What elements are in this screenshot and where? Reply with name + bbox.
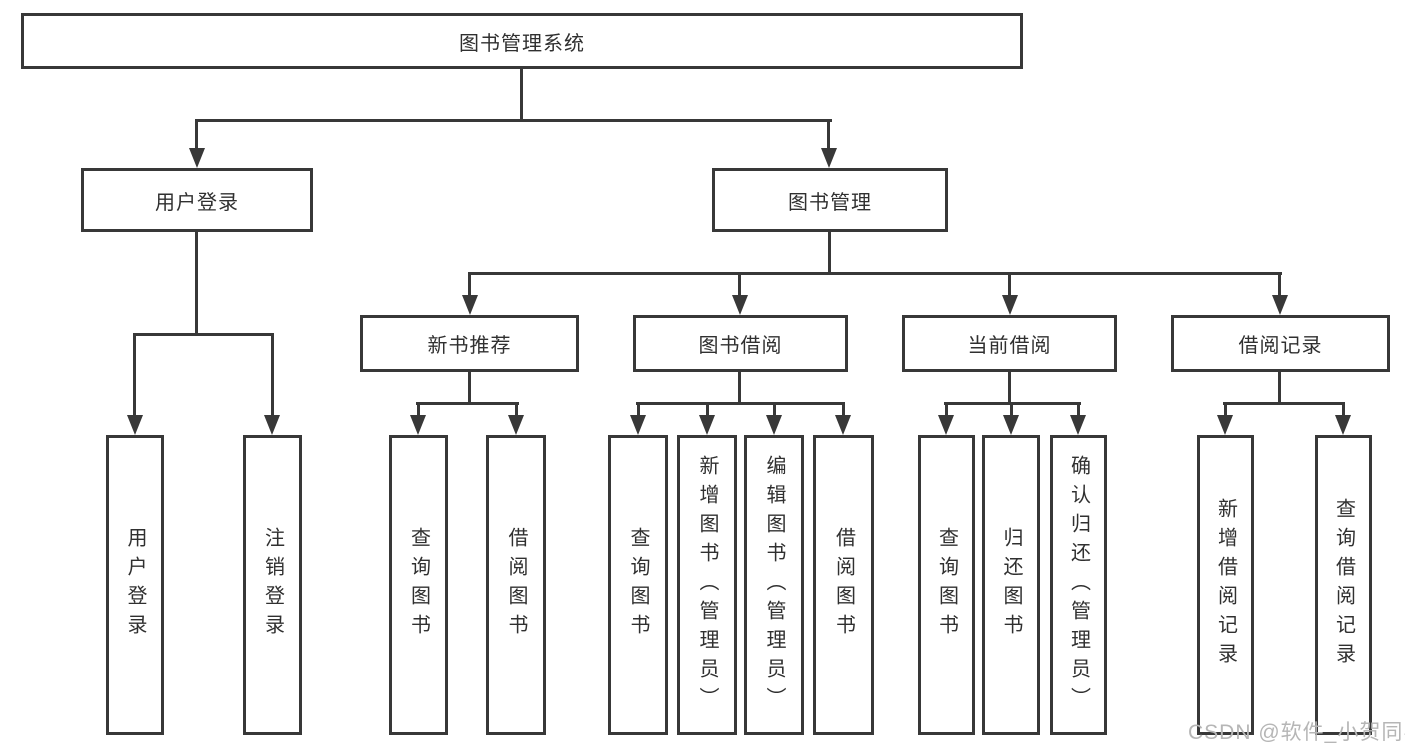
arrow-down-icon — [189, 148, 205, 168]
node-leaf-borrow-book-1: 借阅图书 — [486, 435, 546, 735]
node-label: 图书管理系统 — [459, 32, 585, 55]
connector-drop-logout-leaf — [271, 333, 274, 419]
connector-new-book-rail — [416, 402, 519, 405]
arrow-down-icon — [1070, 415, 1086, 435]
node-label: 用户登录 — [124, 527, 146, 643]
node-label: 借阅记录 — [1238, 335, 1323, 357]
arrow-down-icon — [821, 148, 837, 168]
node-label: 当前借阅 — [967, 335, 1052, 357]
node-label: 查询图书 — [935, 527, 958, 643]
connector-drop-user-login — [195, 119, 198, 152]
arrow-down-icon — [699, 415, 715, 435]
node-leaf-add-book-admin: 新增图书（管理员） — [677, 435, 737, 735]
arrow-down-icon — [732, 295, 748, 315]
connector-drop-book-management — [827, 119, 830, 152]
connector-drop-add-record — [1224, 402, 1227, 420]
node-leaf-confirm-return-admin: 确认归还（管理员） — [1050, 435, 1107, 735]
arrow-down-icon — [630, 415, 646, 435]
node-label: 归还图书 — [1000, 527, 1022, 643]
arrow-down-icon — [127, 415, 143, 435]
arrow-down-icon — [264, 415, 280, 435]
arrow-down-icon — [766, 415, 782, 435]
node-label: 查询图书 — [627, 527, 649, 643]
node-new-book-recommend: 新书推荐 — [360, 315, 579, 372]
node-leaf-logout: 注销登录 — [243, 435, 302, 735]
connector-drop-edit-book — [773, 402, 776, 420]
node-leaf-query-book-3: 查询图书 — [918, 435, 975, 735]
connector-book-borrow-rail — [636, 402, 845, 405]
node-leaf-borrow-book-2: 借阅图书 — [813, 435, 874, 735]
connector-drop-add-book — [706, 402, 709, 420]
node-label: 查询图书 — [407, 527, 430, 643]
connector-new-book-stem — [468, 372, 471, 405]
connector-book-borrow-stem — [738, 372, 741, 405]
node-label: 新增图书（管理员） — [696, 454, 718, 716]
csdn-watermark: CSDN @软件_小贺同学 — [1188, 721, 1405, 744]
connector-borrow-record-rail — [1223, 402, 1345, 405]
node-label: 图书借阅 — [698, 335, 783, 357]
arrow-down-icon — [462, 295, 478, 315]
node-label: 用户登录 — [155, 191, 239, 214]
node-current-borrowing: 当前借阅 — [902, 315, 1117, 372]
connector-drop-borrow-record — [1278, 272, 1281, 300]
connector-drop-confirm-return — [1077, 402, 1080, 420]
node-leaf-edit-book-admin: 编辑图书（管理员） — [744, 435, 804, 735]
node-label: 编辑图书（管理员） — [763, 454, 785, 716]
connector-current-borrow-stem — [1008, 372, 1011, 405]
connector-drop-query-book-2 — [637, 402, 640, 420]
arrow-down-icon — [1003, 415, 1019, 435]
arrow-down-icon — [410, 415, 426, 435]
arrow-down-icon — [1217, 415, 1233, 435]
connector-drop-login-leaf — [133, 333, 136, 419]
node-label: 图书管理 — [788, 191, 872, 214]
node-label: 借阅图书 — [832, 527, 855, 643]
connector-book-management-rail — [469, 272, 1282, 275]
connector-book-management-stem — [828, 232, 831, 275]
connector-drop-book-borrow — [738, 272, 741, 300]
node-leaf-query-borrow-record: 查询借阅记录 — [1315, 435, 1372, 735]
node-label: 查询借阅记录 — [1332, 498, 1355, 672]
connector-user-login-stem — [195, 232, 198, 335]
connector-root-stem — [520, 69, 523, 121]
node-leaf-query-book-2: 查询图书 — [608, 435, 668, 735]
node-book-management: 图书管理 — [712, 168, 948, 232]
node-label: 新书推荐 — [427, 335, 512, 357]
connector-drop-current-borrow — [1008, 272, 1011, 300]
node-label: 注销登录 — [261, 527, 284, 643]
connector-drop-return-book — [1010, 402, 1013, 420]
connector-drop-borrow-book-1 — [515, 402, 518, 420]
connector-drop-query-book-1 — [417, 402, 420, 420]
connector-drop-query-record — [1342, 402, 1345, 420]
arrow-down-icon — [1272, 295, 1288, 315]
arrow-down-icon — [835, 415, 851, 435]
node-leaf-return-book: 归还图书 — [982, 435, 1040, 735]
arrow-down-icon — [508, 415, 524, 435]
node-book-borrowing: 图书借阅 — [633, 315, 848, 372]
node-label: 借阅图书 — [505, 527, 527, 643]
node-label: 新增借阅记录 — [1214, 498, 1237, 672]
arrow-down-icon — [938, 415, 954, 435]
connector-drop-new-book — [468, 272, 471, 300]
node-user-login: 用户登录 — [81, 168, 313, 232]
connector-user-login-rail — [134, 333, 274, 336]
arrow-down-icon — [1002, 295, 1018, 315]
connector-borrow-record-stem — [1278, 372, 1281, 405]
connector-drop-borrow-book-2 — [842, 402, 845, 420]
node-library-management-system: 图书管理系统 — [21, 13, 1023, 69]
node-label: 确认归还（管理员） — [1067, 454, 1090, 716]
node-borrowing-records: 借阅记录 — [1171, 315, 1390, 372]
node-leaf-add-borrow-record: 新增借阅记录 — [1197, 435, 1254, 735]
connector-drop-query-book-3 — [945, 402, 948, 420]
connector-root-rail — [196, 119, 832, 122]
node-leaf-user-login: 用户登录 — [106, 435, 164, 735]
arrow-down-icon — [1335, 415, 1351, 435]
node-leaf-query-book-1: 查询图书 — [389, 435, 448, 735]
